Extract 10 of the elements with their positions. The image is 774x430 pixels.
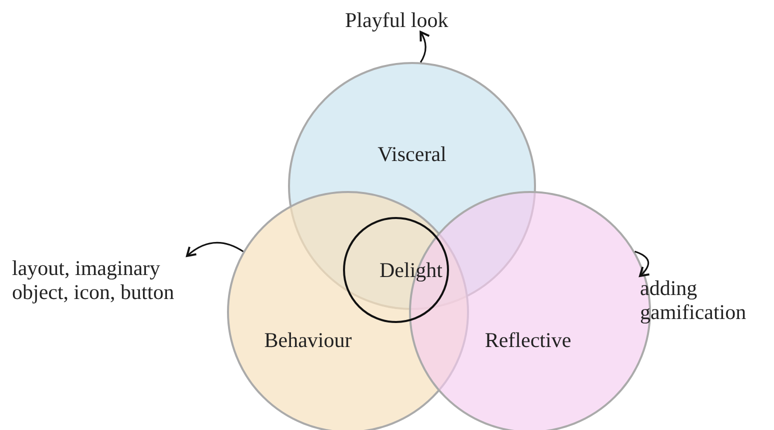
circle-label: Reflective xyxy=(484,328,572,352)
circle-label: Behaviour xyxy=(264,328,352,352)
circle-label: Visceral xyxy=(378,142,446,166)
circle-label: Delight xyxy=(380,258,442,282)
annotation-text: Playful look xyxy=(345,8,485,32)
annotation-text: adding gamification xyxy=(640,276,770,324)
curved-arrow xyxy=(634,250,650,277)
curved-arrow xyxy=(186,242,244,257)
annotation-text: layout, imaginary object, icon, button xyxy=(12,256,187,304)
curved-arrow xyxy=(419,31,430,63)
